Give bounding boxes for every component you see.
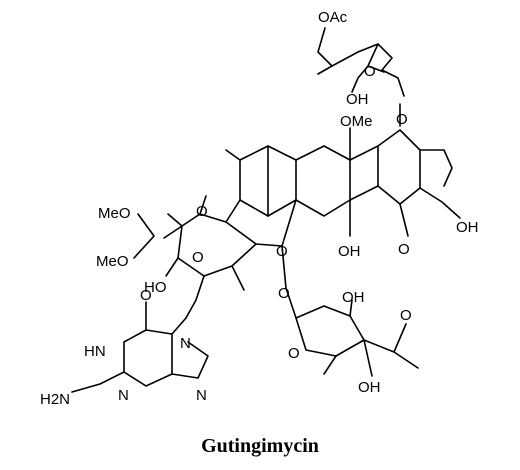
atom-labels: OAc O OH O OMe O O O OH O OH MeO MeO HO … [40, 9, 479, 408]
label-n-pyrimidine: N [118, 387, 129, 404]
label-ho-left: HO [144, 279, 167, 296]
label-o-pyran: O [276, 243, 288, 260]
label-oh-right: OH [456, 219, 479, 236]
label-oh-sugar-bottom: OH [358, 379, 381, 396]
compound-title: Gutingimycin [201, 435, 319, 457]
label-o-furan: O [196, 203, 208, 220]
label-o-acetyl: O [400, 307, 412, 324]
label-oh-sugar-bottom-top: OH [342, 289, 365, 306]
label-o-bridge: O [192, 249, 204, 266]
label-h2n: H2N [40, 391, 70, 408]
label-o-sugar-top: O [364, 63, 376, 80]
label-o-ketone: O [398, 241, 410, 258]
label-meo-upper: MeO [98, 205, 131, 222]
label-o-glycosidic-top: O [396, 111, 408, 128]
label-o-glycosidic-bottom: O [278, 285, 290, 302]
label-oh-sugar-top: OH [346, 91, 369, 108]
label-hn-guanine: HN [84, 343, 106, 360]
label-o-sugar-bottom-ring: O [288, 345, 300, 362]
label-oh-phenol: OH [338, 243, 361, 260]
label-meo-lower: MeO [96, 253, 129, 270]
bond-skeleton [71, 27, 461, 393]
label-oac: OAc [318, 9, 348, 26]
label-o-guanine: O [140, 287, 152, 304]
label-ome-aromatic: OMe [340, 113, 373, 130]
label-n-imidazole-bottom: N [196, 387, 207, 404]
label-n-imidazole-top: N [180, 335, 191, 352]
